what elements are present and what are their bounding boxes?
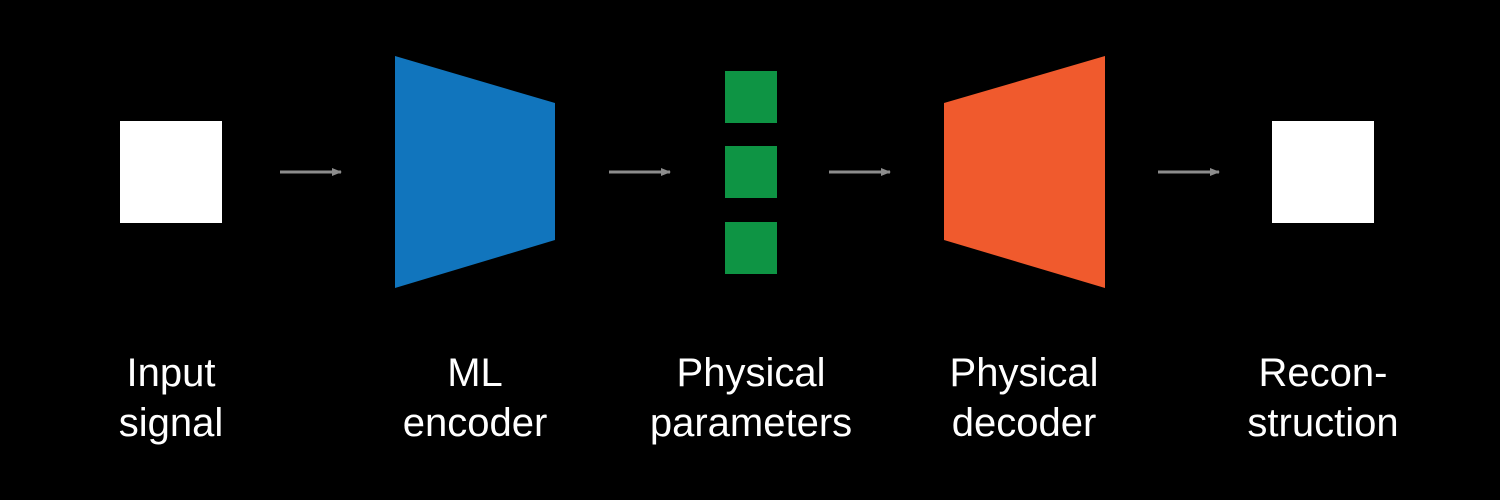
physical-parameters-label: Physical parameters	[631, 348, 871, 448]
physical-decoder-trapezoid	[944, 56, 1105, 288]
parameter-square-1	[725, 71, 777, 123]
reconstruction-label-line1: Recon-	[1258, 351, 1388, 395]
ml-encoder-trapezoid	[395, 56, 555, 288]
input-signal-square	[120, 121, 222, 223]
physical-decoder-label: Physical decoder	[904, 348, 1144, 448]
reconstruction-square	[1272, 121, 1374, 223]
decoder-label-line1: Physical	[949, 351, 1099, 395]
parameters-label-line2: parameters	[649, 401, 853, 445]
parameter-square-2	[725, 146, 777, 198]
encoder-label-line2: encoder	[402, 401, 548, 445]
input-label-line1: Input	[126, 351, 216, 395]
parameter-square-3	[725, 222, 777, 274]
reconstruction-label: Recon- struction	[1203, 348, 1443, 448]
parameters-label-line1: Physical	[676, 351, 826, 395]
ml-encoder-label: ML encoder	[355, 348, 595, 448]
decoder-label-line2: decoder	[951, 401, 1097, 445]
input-signal-label: Input signal	[51, 348, 291, 448]
input-label-line2: signal	[118, 401, 224, 445]
reconstruction-label-line2: struction	[1247, 401, 1399, 445]
encoder-label-line1: ML	[447, 351, 503, 395]
